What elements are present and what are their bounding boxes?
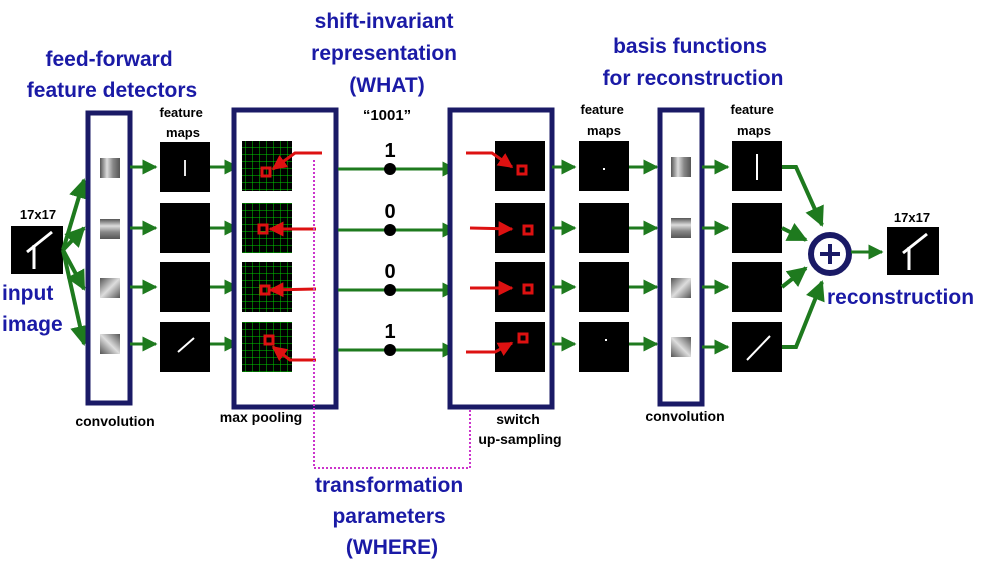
horizontal-filter-icon	[100, 219, 120, 239]
vertical-basis-icon	[671, 157, 691, 177]
horizontal-basis-icon	[671, 218, 691, 238]
max-pooling-box	[231, 107, 339, 410]
code-label: “1001”	[363, 107, 411, 124]
input-image-title: input image	[2, 282, 63, 336]
pooling-switch-arrows	[257, 151, 322, 362]
feature-maps-label-3: feature maps	[731, 102, 778, 138]
code-channels	[338, 161, 458, 358]
diagonal-basis-icon	[671, 278, 691, 298]
max-pooling-label: max pooling	[220, 409, 302, 425]
conv1-to-maps-arrows	[130, 159, 158, 352]
convolution-box-2	[657, 107, 705, 407]
switch-upsampling-label: switch up-sampling	[478, 411, 561, 447]
transformation-parameters-title: transformation parameters (WHERE)	[315, 474, 469, 559]
input-size-label: 17x17	[20, 207, 56, 222]
convolution-label-1: convolution	[75, 413, 154, 429]
code-bit: 0	[384, 201, 395, 223]
input-fanout-arrows	[61, 178, 90, 346]
maps-to-sum-arrows	[780, 165, 825, 349]
maps-to-conv2-arrows	[629, 159, 659, 352]
vertical-filter-icon	[100, 158, 120, 178]
shift-invariant-title: shift-invariant representation (WHAT)	[311, 10, 463, 97]
feature-maps-2	[579, 141, 629, 372]
switch-upsampling-box	[447, 107, 555, 410]
convolution-box-1	[85, 110, 133, 406]
antidiagonal-basis-icon	[671, 337, 691, 357]
code-bit: 1	[384, 321, 395, 343]
antidiagonal-filter-icon	[100, 334, 120, 354]
feature-maps-1	[160, 142, 210, 372]
feature-maps-label-2: feature maps	[581, 102, 628, 138]
sum-node	[808, 232, 852, 276]
code-bit: 1	[384, 140, 395, 162]
diagonal-filter-icon	[100, 278, 120, 298]
code-bits: 1 0 0 1	[384, 140, 395, 343]
input-image	[11, 226, 63, 274]
reconstruction-title: reconstruction	[827, 286, 974, 309]
feature-maps-3	[732, 141, 782, 372]
convolution-label-2: convolution	[645, 408, 724, 424]
code-bit: 0	[384, 261, 395, 283]
output-size-label: 17x17	[894, 210, 930, 225]
upsampling-to-maps-arrows	[552, 159, 577, 352]
reconstructed-image	[887, 227, 939, 275]
unpooling-switch-arrows	[466, 151, 534, 356]
feature-detectors-title: feed-forward feature detectors	[27, 48, 197, 102]
conv2-to-maps-arrows	[702, 159, 730, 355]
feature-maps-label-1: feature maps	[160, 105, 207, 140]
basis-functions-title: basis functions for reconstruction	[603, 35, 784, 90]
